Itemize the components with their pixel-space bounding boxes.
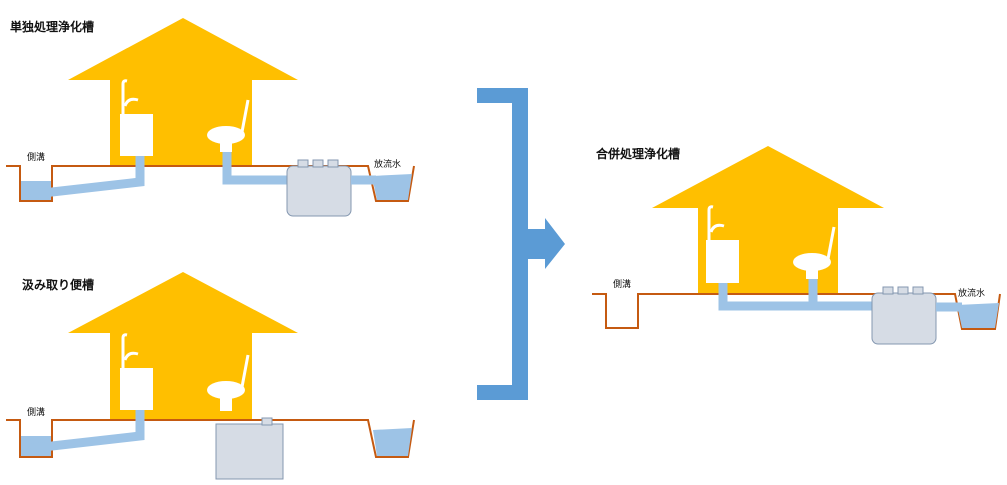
outflow-label: 放流水: [958, 289, 986, 299]
house-icon: [68, 272, 298, 420]
toilet-lid: [240, 354, 250, 388]
tank-hatch: [882, 286, 894, 295]
septic-tank-icon: [286, 165, 352, 217]
pit-tank-icon: [215, 423, 284, 480]
toilet-lid: [826, 226, 836, 260]
panel-title-single: 単独処理浄化槽: [10, 20, 95, 34]
tank-hatch: [261, 417, 273, 426]
panel-single-treatment: [6, 18, 415, 217]
panel-combined-treatment: [592, 146, 1001, 345]
septic-tank-icon: [871, 292, 937, 345]
toilet-base: [806, 269, 818, 279]
faucet-spout: [123, 97, 139, 107]
toilet-lid: [240, 99, 250, 133]
toilet-base: [220, 397, 232, 411]
greywater-pipe: [29, 156, 145, 199]
toilet-icon: [793, 253, 831, 271]
sink-icon: [706, 240, 739, 283]
ground-line: [592, 293, 1001, 330]
faucet-spout: [123, 351, 139, 361]
tank-hatch: [327, 159, 339, 168]
panel-title-combined: 合併処理浄化槽: [596, 147, 681, 161]
faucet-spout: [709, 223, 725, 233]
tank-hatch: [312, 159, 324, 168]
outflow-water: [957, 303, 999, 328]
outflow-label: 放流水: [374, 160, 402, 170]
ditch-water-right: [373, 428, 412, 456]
sink-icon: [120, 368, 153, 410]
tank-hatch: [297, 159, 309, 168]
ditch-label: 側溝: [27, 408, 46, 418]
ditch-label: 側溝: [613, 280, 632, 290]
sewage-pipe: [222, 152, 300, 185]
toilet-base: [220, 142, 232, 152]
house-icon: [68, 18, 298, 166]
outflow-water: [372, 174, 412, 200]
panel-title-pit: 汲み取り便槽: [22, 278, 95, 292]
toilet-icon: [207, 126, 245, 144]
bracket-arrow-icon: [477, 88, 565, 400]
faucet-icon: [121, 333, 128, 368]
sink-icon: [120, 114, 153, 156]
greywater-pipe: [29, 410, 145, 453]
combined-pipe: [718, 279, 880, 311]
house-icon: [652, 146, 884, 294]
tank-hatch: [897, 286, 909, 295]
ground-line: [6, 165, 415, 202]
ground-line: [6, 419, 415, 458]
tank-hatch: [912, 286, 924, 295]
toilet-icon: [207, 381, 245, 399]
faucet-icon: [707, 205, 714, 240]
ditch-label: 側溝: [27, 153, 46, 163]
faucet-icon: [121, 79, 128, 114]
panel-pit-toilet: [6, 272, 415, 480]
